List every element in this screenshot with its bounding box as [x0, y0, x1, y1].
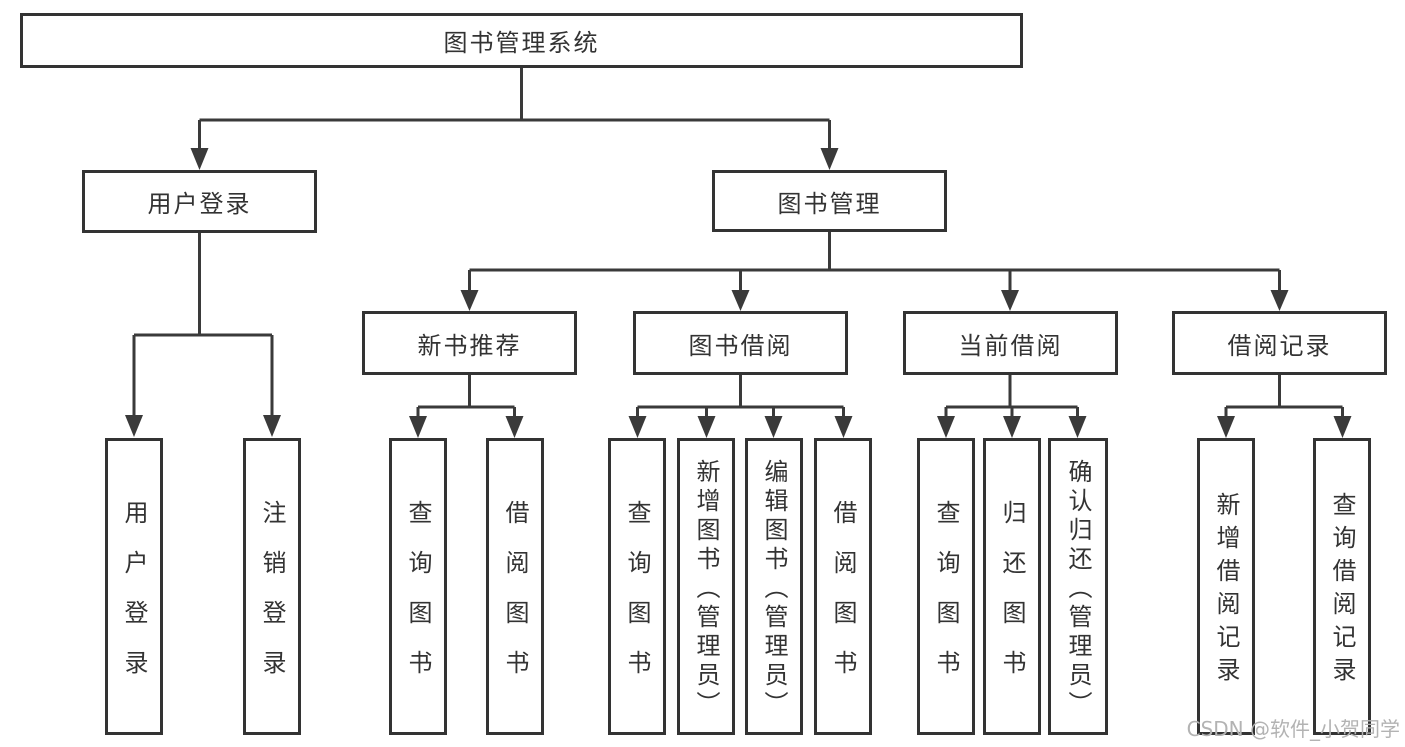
csdn-watermark: CSDN @软件_小贺同学 — [1186, 717, 1400, 741]
leaf-borrow-books: 借阅图书 — [814, 438, 872, 735]
node-book-management: 图书管理 — [712, 170, 947, 232]
connector-book-borrow-fork — [628, 375, 853, 438]
connector-user-login-fork — [125, 233, 281, 437]
leaf-label: 新增图书（管理员） — [692, 458, 720, 720]
node-book-borrow: 图书借阅 — [633, 311, 848, 375]
leaf-query-books-recommend: 查询图书 — [389, 438, 447, 735]
leaf-query-borrow-record: 查询借阅记录 — [1313, 438, 1371, 735]
node-current-borrow: 当前借阅 — [903, 311, 1118, 375]
node-new-book-recommend: 新书推荐 — [362, 311, 577, 375]
leaf-add-books-admin: 新增图书（管理员） — [677, 438, 735, 735]
leaf-label: 查询图书 — [404, 499, 432, 700]
connector-new-book-fork — [409, 375, 524, 438]
leaf-confirm-return-admin: 确认归还（管理员） — [1048, 438, 1108, 735]
leaf-label: 归还图书 — [998, 499, 1026, 700]
leaf-label: 借阅图书 — [829, 499, 857, 700]
leaf-logout: 注销登录 — [243, 438, 301, 735]
leaf-user-login: 用户登录 — [105, 438, 163, 735]
node-user-login: 用户登录 — [82, 170, 317, 233]
connector-book-management-fork — [460, 232, 1289, 311]
leaf-label: 新增借阅记录 — [1212, 492, 1240, 690]
leaf-edit-books-admin: 编辑图书（管理员） — [745, 438, 803, 735]
leaf-return-books: 归还图书 — [983, 438, 1041, 735]
leaf-label: 借阅图书 — [501, 499, 529, 700]
node-root: 图书管理系统 — [20, 13, 1023, 68]
leaf-label: 查询借阅记录 — [1328, 492, 1356, 690]
leaf-borrow-books-recommend: 借阅图书 — [486, 438, 544, 735]
leaf-label: 注销登录 — [258, 499, 286, 700]
node-borrow-records: 借阅记录 — [1172, 311, 1387, 375]
leaf-label: 查询图书 — [932, 499, 960, 700]
leaf-label: 查询图书 — [623, 499, 651, 700]
leaf-query-books-borrow: 查询图书 — [608, 438, 666, 735]
connector-current-borrow-fork — [937, 375, 1087, 438]
leaf-label: 编辑图书（管理员） — [760, 458, 788, 720]
connector-root-to-level2 — [190, 66, 839, 170]
leaf-label: 用户登录 — [120, 499, 148, 700]
connector-borrow-records-fork — [1217, 375, 1352, 438]
leaf-add-borrow-record: 新增借阅记录 — [1197, 438, 1255, 735]
leaf-query-books-current: 查询图书 — [917, 438, 975, 735]
leaf-label: 确认归还（管理员） — [1064, 458, 1092, 720]
